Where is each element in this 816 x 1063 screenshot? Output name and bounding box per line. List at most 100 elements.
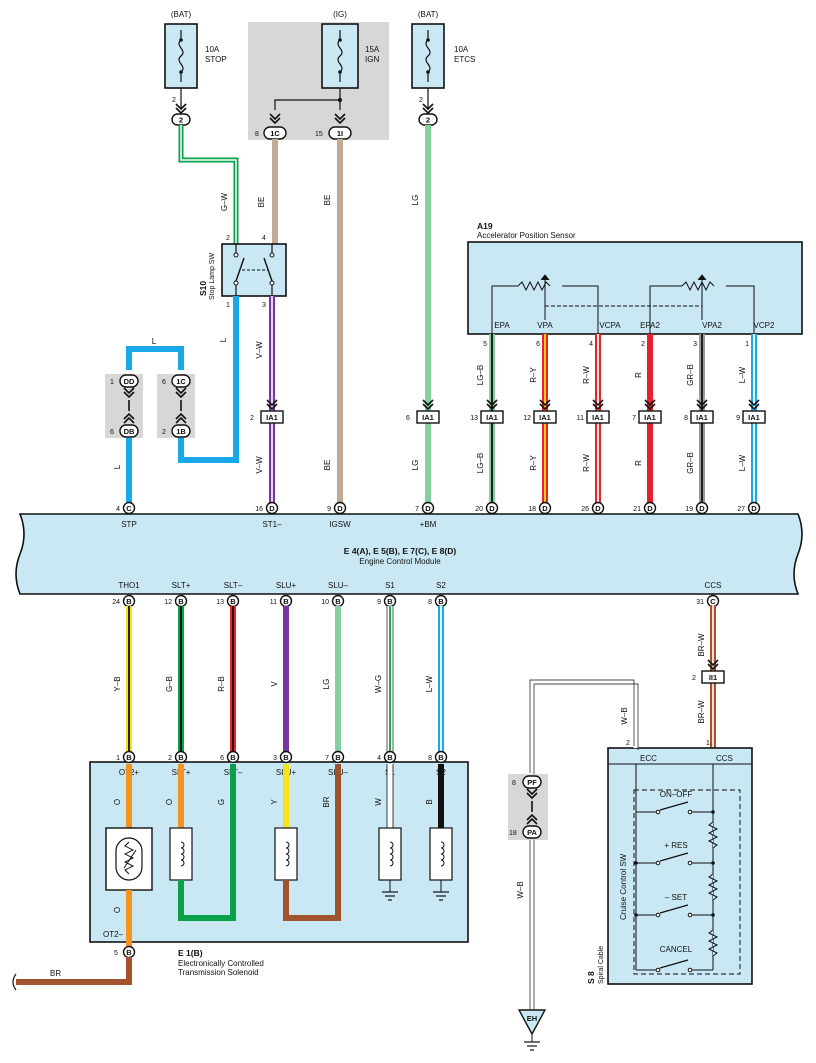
conn-1b: 1B (176, 427, 186, 436)
fuse-ign-rating: 15A (365, 45, 380, 54)
sol-pin-circle (226, 750, 240, 764)
fuse-ign-source: (IG) (333, 10, 347, 19)
wire-label-g-w: G–W (220, 192, 229, 211)
ecm-sensor-pin-pin: 27 (737, 506, 745, 513)
fuse-etcs-name: ETCS (454, 55, 475, 64)
sol-inner-br: BR (322, 796, 331, 807)
f1-pin: 2 (172, 97, 176, 104)
ecm-sensor-pin-pin: 26 (581, 506, 589, 513)
ecm-box (15, 513, 803, 595)
cruise-switch-internals (633, 764, 741, 975)
sensor-term-label: EPA2 (640, 321, 660, 330)
stop-sw-pin-1: 1 (226, 302, 230, 309)
sol-inner-g: G (217, 799, 226, 805)
sol-pin-circle (434, 750, 448, 764)
cruise-ii1: II1 (709, 673, 717, 682)
ecm-bottom-pin-pin: 13 (216, 599, 224, 606)
sensor-wire-label-lower: R–W (582, 454, 591, 472)
sensor-term-pin: 4 (589, 341, 593, 348)
conn-dd-pin: 1 (110, 379, 114, 386)
sol-pin-pin: 3 (273, 755, 277, 762)
sensor-ia1-pin: 9 (736, 415, 740, 422)
ecm-name: Engine Control Module (359, 557, 441, 566)
wire-w-b (529, 679, 639, 1010)
sensor-name: Accelerator Position Sensor (477, 231, 576, 240)
ecm-top-pin-label: +BM (420, 520, 437, 529)
ecm-bottom-pins: THO1B24SLT+B12SLT–B13SLU+B11SLU–B10S1B9S… (112, 581, 721, 608)
wire-label-lg-upper: LG (411, 195, 420, 206)
ecm-bottom-pin-pin: 8 (428, 599, 432, 606)
sensor-wire-label-lower: R (634, 460, 643, 466)
ecm-top-pin-conn: D (269, 504, 275, 513)
stop-sw-pin-2: 2 (226, 235, 230, 242)
ecm-bottom-label: S2 (436, 581, 446, 590)
wire-label-loop-lower: L (113, 464, 122, 469)
sol-inner-o1: O (113, 799, 122, 805)
bm-ia1-pin: 6 (406, 415, 410, 422)
fuse-ign: (IG) 15A IGN (274, 10, 380, 110)
sensor-ia1-box (533, 410, 557, 424)
wire-label-be-left: BE (257, 197, 266, 208)
junction-dd-db: DD 1 DB 6 (110, 374, 139, 438)
stop-lamp-switch: 2 4 1 3 (221, 235, 287, 309)
ecm-top-pin-pin: 7 (415, 506, 419, 513)
ig-1i-connector: 1I (337, 129, 343, 138)
cruise-btn-on-off: ON–OFF (660, 790, 693, 799)
ecm-bottom-label: SLU+ (276, 581, 297, 590)
sensor-ia1-box (586, 410, 610, 424)
sol-pin-pin: 8 (428, 755, 432, 762)
stop-sw-id: S10 (198, 281, 208, 296)
cruise-ecc: ECC (640, 754, 657, 763)
cruise-id: S 8 (586, 971, 596, 984)
sol-pin-conn: B (438, 753, 444, 762)
sol-pin-conn: B (335, 753, 341, 762)
sol-pin-circle (122, 750, 136, 764)
junction-1c-1b: 1C 6 1B 2 (162, 374, 191, 438)
sensor-term-pin: 5 (483, 341, 487, 348)
ecm-sensor-pin-pin: 19 (685, 506, 693, 513)
ecm-top-pin-pin: 9 (327, 506, 331, 513)
ecm-top-pin-circle (265, 501, 279, 515)
spiral-wire-upper: W–B (620, 707, 629, 724)
conn-pf-pin: 8 (512, 780, 516, 787)
ecm-sensor-pin-conn: D (699, 504, 705, 513)
conn-1c-pin: 6 (162, 379, 166, 386)
sol-pin-conn: B (283, 753, 289, 762)
sol-pin-circle (174, 750, 188, 764)
cruise-btn-cancel: CANCEL (660, 945, 693, 954)
ecm-bottom-label: SLT+ (172, 581, 191, 590)
ecm-sensor-pin-pin: 20 (475, 506, 483, 513)
conn-1b-pin: 2 (162, 429, 166, 436)
ecm-sensor-pin-conn: D (489, 504, 495, 513)
cruise-wire-lower: BR–W (697, 700, 706, 724)
stop-sw-pin-3: 3 (262, 302, 266, 309)
ig-shaded-area (248, 22, 389, 140)
sol-inner-b: B (425, 799, 434, 804)
fuse-stop-source: (BAT) (171, 10, 192, 19)
sol-pin-circle (383, 750, 397, 764)
sol-ot2-minus-conn: B (126, 948, 132, 957)
sensor-wire-label-lower: LG–B (476, 453, 485, 473)
sol-pin-pin: 4 (377, 755, 381, 762)
bm-ia1: IA1 (422, 413, 434, 422)
solenoid-wire-label: R–B (217, 676, 226, 692)
ecm-bottom-pin-pin: 9 (377, 599, 381, 606)
sensor-wire-label-lower: GR–B (686, 452, 695, 474)
ecm-sensor-pin-conn: D (595, 504, 601, 513)
sensor-wire-label: R (634, 372, 643, 378)
ecm-bottom-pin-pin: 31 (696, 599, 704, 606)
ecm-bottom-pin-conn: B (178, 597, 184, 606)
ig-1c-pin: 8 (255, 131, 259, 138)
cruise-ii1-pin: 2 (692, 675, 696, 682)
ecm-top-pin-circle (122, 501, 136, 515)
sensor-wire-label-lower: R–Y (529, 455, 538, 471)
ecm-bottom-label: S1 (385, 581, 395, 590)
ecm-sensor-pin-conn: D (542, 504, 548, 513)
accelerator-sensor-box (467, 241, 803, 335)
cruise-cable: Spiral Cable (598, 946, 605, 984)
sensor-ia1-box (480, 410, 504, 424)
ig-1i-pin: 15 (315, 131, 323, 138)
conn-1c: 1C (176, 377, 186, 386)
spiral-wire-lower: W–B (516, 881, 525, 898)
ecm-bottom-label: SLU– (328, 581, 349, 590)
